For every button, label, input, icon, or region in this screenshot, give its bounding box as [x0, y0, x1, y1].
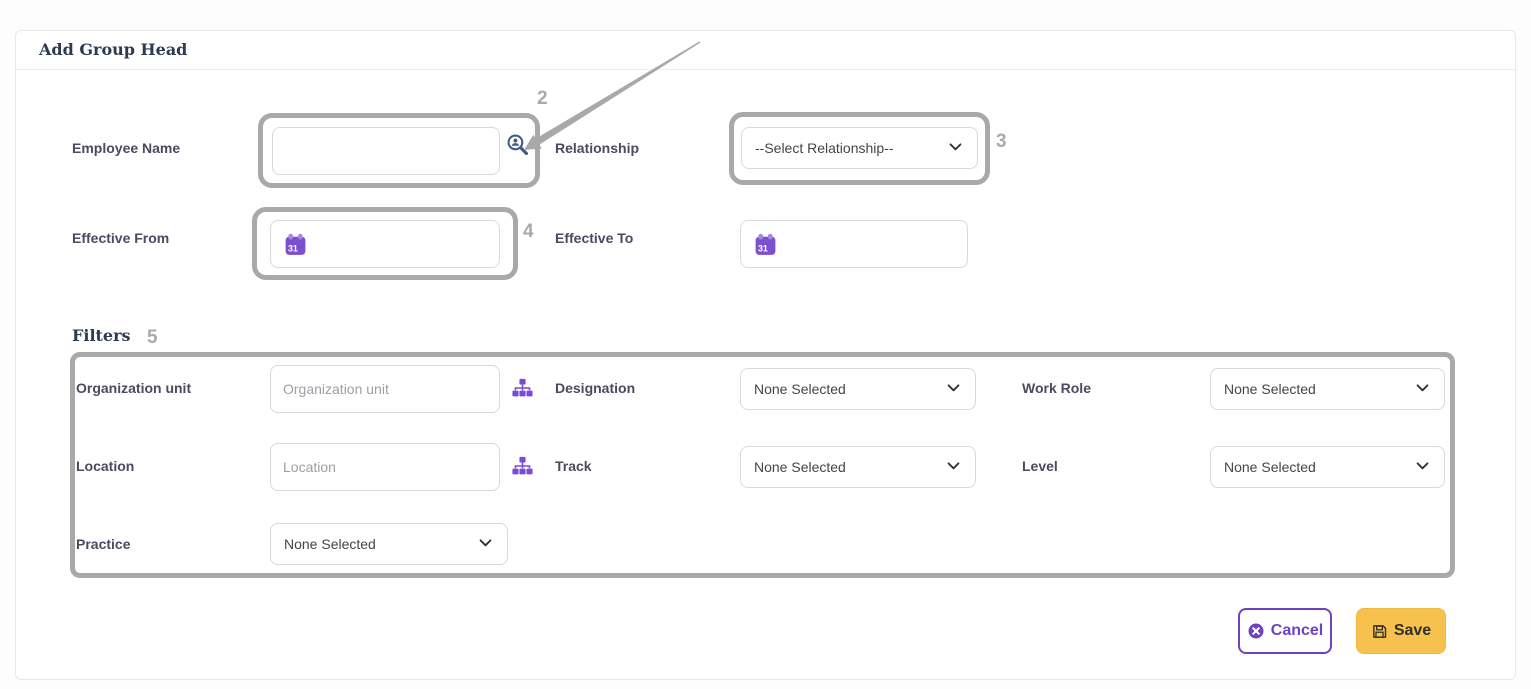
level-select[interactable]: None Selected	[1210, 446, 1445, 488]
filters-heading: Filters	[72, 326, 131, 345]
calendar-31-icon[interactable]: 31	[753, 232, 778, 262]
track-select[interactable]: None Selected	[740, 446, 976, 488]
relationship-selected-value: --Select Relationship--	[755, 140, 894, 156]
svg-text:31: 31	[288, 243, 298, 253]
cancel-button[interactable]: Cancel	[1238, 608, 1332, 654]
relationship-label: Relationship	[555, 140, 640, 156]
sitemap-icon[interactable]	[512, 456, 533, 481]
cancel-button-label: Cancel	[1270, 622, 1324, 639]
practice-label: Practice	[76, 536, 131, 552]
designation-select[interactable]: None Selected	[740, 368, 976, 410]
save-button[interactable]: Save	[1356, 608, 1446, 654]
annotation-number-4: 4	[523, 221, 534, 242]
annotation-number-5: 5	[147, 327, 158, 348]
card-header: Add Group Head	[16, 31, 1515, 70]
svg-text:31: 31	[758, 243, 768, 253]
effective-to-label: Effective To	[555, 230, 634, 246]
effective-from-input[interactable]: 31	[270, 220, 500, 268]
work-role-label: Work Role	[1022, 380, 1091, 396]
user-search-icon[interactable]	[505, 132, 530, 162]
calendar-31-icon[interactable]: 31	[283, 232, 308, 262]
track-label: Track	[555, 458, 592, 474]
organization-unit-input[interactable]	[270, 365, 500, 413]
practice-selected-value: None Selected	[284, 536, 376, 552]
designation-selected-value: None Selected	[754, 381, 846, 397]
page-title: Add Group Head	[39, 40, 188, 59]
chevron-down-icon	[945, 379, 962, 399]
chevron-down-icon	[1414, 379, 1431, 399]
track-selected-value: None Selected	[754, 459, 846, 475]
chevron-down-icon	[1414, 457, 1431, 477]
work-role-select[interactable]: None Selected	[1210, 368, 1445, 410]
chevron-down-icon	[947, 138, 964, 158]
save-button-label: Save	[1393, 622, 1432, 639]
relationship-select[interactable]: --Select Relationship--	[741, 127, 978, 169]
location-input[interactable]	[270, 443, 500, 491]
circle-x-icon	[1247, 622, 1265, 640]
effective-from-label: Effective From	[72, 230, 170, 246]
organization-unit-label: Organization unit	[76, 380, 192, 396]
floppy-disk-icon	[1371, 623, 1388, 640]
effective-to-input[interactable]: 31	[740, 220, 968, 268]
practice-select[interactable]: None Selected	[270, 523, 508, 565]
annotation-number-2: 2	[537, 88, 548, 109]
employee-name-label: Employee Name	[72, 140, 181, 156]
chevron-down-icon	[945, 457, 962, 477]
level-label: Level	[1022, 458, 1058, 474]
location-label: Location	[76, 458, 135, 474]
designation-label: Designation	[555, 380, 636, 396]
sitemap-icon[interactable]	[512, 378, 533, 403]
work-role-selected-value: None Selected	[1224, 381, 1316, 397]
level-selected-value: None Selected	[1224, 459, 1316, 475]
chevron-down-icon	[477, 534, 494, 554]
employee-name-input[interactable]	[272, 127, 500, 175]
annotation-number-3: 3	[996, 131, 1007, 152]
